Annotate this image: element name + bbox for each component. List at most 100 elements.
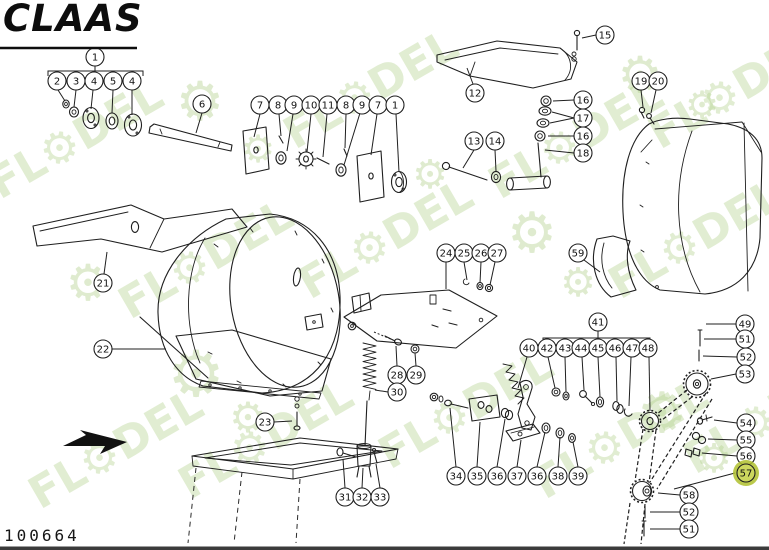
callout-34[interactable]: 34 <box>446 407 466 486</box>
callout-21[interactable]: 21 <box>93 251 113 293</box>
callout-28[interactable]: 28 <box>387 345 407 385</box>
svg-text:16: 16 <box>577 96 590 107</box>
svg-text:56: 56 <box>740 452 753 463</box>
callout-52[interactable]: 52 <box>650 502 699 522</box>
callout-58[interactable]: 58 <box>657 485 699 505</box>
callout-8[interactable]: 8 <box>336 95 356 149</box>
callout-22[interactable]: 22 <box>93 339 166 359</box>
gear-icon: ⚙ <box>685 83 719 127</box>
svg-text:1: 1 <box>392 101 398 112</box>
callout-23[interactable]: 23 <box>255 412 293 432</box>
callout-29[interactable]: 29 <box>406 352 426 385</box>
svg-text:15: 15 <box>599 31 612 42</box>
callout-37[interactable]: 37 <box>507 439 527 486</box>
svg-text:11: 11 <box>322 101 335 112</box>
svg-text:8: 8 <box>343 101 349 112</box>
svg-text:4: 4 <box>91 77 97 88</box>
gear-icon: ⚙ <box>560 260 596 306</box>
callout-36[interactable]: 36 <box>527 431 547 486</box>
svg-text:20: 20 <box>652 77 665 88</box>
callout-57[interactable]: 57 <box>673 460 759 490</box>
callout-46[interactable]: 46 <box>605 338 625 402</box>
svg-text:8: 8 <box>275 101 281 112</box>
callout-51[interactable]: 51 <box>650 519 699 539</box>
callout-36[interactable]: 36 <box>487 418 507 486</box>
svg-text:45: 45 <box>592 344 605 355</box>
callout-48[interactable]: 48 <box>638 338 658 412</box>
callout-42[interactable]: 42 <box>537 338 557 389</box>
callout-41[interactable]: 41 <box>588 312 608 337</box>
callout-8[interactable]: 8 <box>268 95 288 137</box>
callout-27[interactable]: 27 <box>487 243 507 286</box>
svg-text:7: 7 <box>257 101 263 112</box>
callout-54[interactable]: 54 <box>713 413 756 433</box>
callout-1[interactable]: 1 <box>385 95 405 173</box>
callout-39[interactable]: 39 <box>568 441 588 486</box>
svg-text:9: 9 <box>359 101 365 112</box>
callout-4[interactable]: 4 <box>84 71 104 110</box>
callout-20[interactable]: 20 <box>648 71 668 114</box>
callout-59[interactable]: 59 <box>568 243 601 273</box>
callout-10[interactable]: 10 <box>301 95 321 153</box>
callout-16[interactable]: 16 <box>552 90 593 110</box>
svg-text:37: 37 <box>511 472 524 483</box>
callout-44[interactable]: 44 <box>571 338 591 391</box>
callout-2[interactable]: 2 <box>47 71 67 102</box>
side-housing-shield <box>622 117 763 295</box>
document-number: 100664 <box>4 526 80 545</box>
callout-30[interactable]: 30 <box>374 382 407 402</box>
callout-6[interactable]: 6 <box>192 94 212 134</box>
svg-text:18: 18 <box>577 149 590 160</box>
svg-text:52: 52 <box>683 508 696 519</box>
callout-31[interactable]: 31 <box>335 458 355 507</box>
callout-40[interactable]: 40 <box>517 338 539 389</box>
cover-screws <box>638 106 655 125</box>
svg-text:7: 7 <box>375 101 381 112</box>
svg-text:41: 41 <box>592 318 605 329</box>
svg-text:58: 58 <box>683 491 696 502</box>
svg-text:19: 19 <box>635 77 648 88</box>
svg-text:35: 35 <box>471 472 484 483</box>
svg-text:14: 14 <box>489 137 502 148</box>
callout-13[interactable]: 13 <box>462 131 484 169</box>
storage-stand <box>187 437 399 544</box>
callout-26[interactable]: 26 <box>471 243 491 284</box>
svg-text:1: 1 <box>92 53 98 64</box>
svg-text:5: 5 <box>110 77 116 88</box>
callout-3[interactable]: 3 <box>66 71 86 108</box>
callout-7[interactable]: 7 <box>250 95 270 138</box>
callout-11[interactable]: 11 <box>318 95 338 158</box>
svg-text:44: 44 <box>575 344 588 355</box>
callout-25[interactable]: 25 <box>454 243 474 281</box>
callout-38[interactable]: 38 <box>548 436 568 486</box>
callout-5[interactable]: 5 <box>103 71 123 114</box>
gear-icon: ⚙ <box>637 381 687 446</box>
callout-12[interactable]: 12 <box>465 67 485 103</box>
callout-47[interactable]: 47 <box>622 338 642 407</box>
callout-18[interactable]: 18 <box>544 143 593 163</box>
callout-24[interactable]: 24 <box>436 243 456 289</box>
svg-text:43: 43 <box>559 344 572 355</box>
callout-1[interactable]: 1 <box>85 47 105 70</box>
svg-text:6: 6 <box>199 100 205 111</box>
svg-text:21: 21 <box>97 279 110 290</box>
callout-51[interactable]: 51 <box>704 329 755 349</box>
svg-text:16: 16 <box>577 132 590 143</box>
callout-4[interactable]: 4 <box>122 71 142 115</box>
callout-33[interactable]: 33 <box>370 463 390 507</box>
callout-35[interactable]: 35 <box>467 421 487 486</box>
callout-32[interactable]: 32 <box>352 467 372 507</box>
callout-45[interactable]: 45 <box>588 338 608 398</box>
callout-15[interactable]: 15 <box>581 25 615 45</box>
chain-drive-group <box>623 329 713 545</box>
svg-text:40: 40 <box>523 344 536 355</box>
callout-14[interactable]: 14 <box>485 131 505 172</box>
svg-text:39: 39 <box>572 472 585 483</box>
callout-52[interactable]: 52 <box>702 347 756 367</box>
svg-text:3: 3 <box>73 77 79 88</box>
callout-7[interactable]: 7 <box>368 95 388 156</box>
callout-43[interactable]: 43 <box>555 338 575 393</box>
callout-53[interactable]: 53 <box>710 364 755 384</box>
svg-text:53: 53 <box>739 370 752 381</box>
